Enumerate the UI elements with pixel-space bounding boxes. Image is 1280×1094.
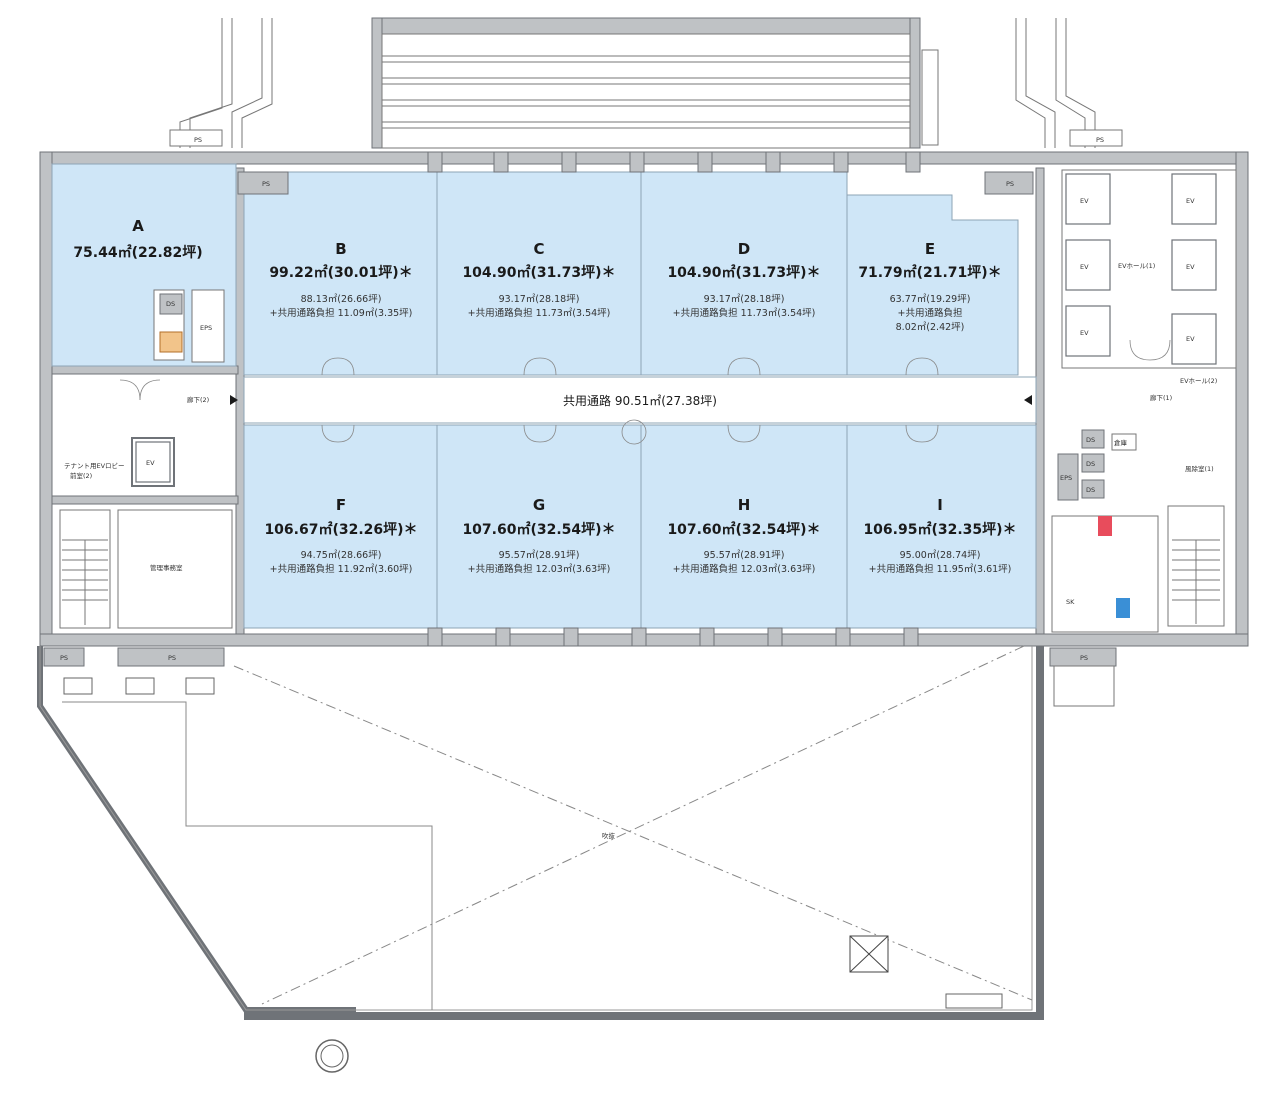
svg-text:DS: DS bbox=[166, 300, 175, 308]
unit-f[interactable] bbox=[243, 424, 438, 629]
unit-letter: H bbox=[738, 496, 751, 514]
unit-share: +共用通路負担 11.73㎡(3.54坪) bbox=[673, 307, 816, 319]
svg-text:EV: EV bbox=[146, 459, 155, 467]
unit-letter: C bbox=[533, 240, 544, 258]
ps-boxes: PS PS PS PS PS PS PS bbox=[43, 136, 1117, 667]
unit-h-label: H 107.60㎡(32.54坪)＊ 95.57㎡(28.91坪) +共用通路負… bbox=[667, 496, 820, 575]
unit-area: 99.22㎡(30.01坪)＊ bbox=[269, 264, 412, 281]
svg-text:PS: PS bbox=[1006, 180, 1014, 188]
unit-share: +共用通路負担 12.03㎡(3.63坪) bbox=[468, 563, 611, 575]
unit-letter: A bbox=[132, 217, 144, 235]
svg-text:PS: PS bbox=[168, 654, 176, 662]
svg-text:DS: DS bbox=[1086, 486, 1095, 494]
unit-area: 107.60㎡(32.54坪)＊ bbox=[667, 521, 820, 538]
left-stairs bbox=[62, 539, 108, 625]
unit-sub-area: 88.13㎡(26.66坪) bbox=[301, 293, 382, 305]
top-right-ramp bbox=[1015, 18, 1123, 148]
unit-g[interactable] bbox=[436, 424, 642, 629]
unit-share: +共用通路負担 11.95㎡(3.61坪) bbox=[869, 563, 1012, 575]
unit-d[interactable] bbox=[640, 171, 848, 376]
unit-share-value: 8.02㎡(2.42坪) bbox=[896, 321, 965, 333]
svg-text:PS: PS bbox=[194, 136, 202, 144]
unit-area: 104.90㎡(31.73坪)＊ bbox=[462, 264, 615, 281]
unit-area: 104.90㎡(31.73坪)＊ bbox=[667, 264, 820, 281]
unit-letter: E bbox=[925, 240, 935, 258]
unit-letter: F bbox=[336, 496, 346, 514]
unit-f-label: F 106.67㎡(32.26坪)＊ 94.75㎡(28.66坪) +共用通路負… bbox=[264, 496, 417, 575]
svg-text:DS: DS bbox=[1086, 460, 1095, 468]
svg-text:EPS: EPS bbox=[200, 324, 212, 332]
svg-text:EV: EV bbox=[1186, 197, 1195, 205]
unit-letter: B bbox=[335, 240, 346, 258]
unit-sub-area: 63.77㎡(19.29坪) bbox=[890, 293, 971, 305]
right-core: EV EV EV EV EV EV EVホール(1) EVホール(2) 廊下(1… bbox=[1051, 169, 1237, 633]
window-piers bbox=[427, 151, 921, 647]
unit-area: 106.95㎡(32.35坪)＊ bbox=[863, 521, 1016, 538]
svg-text:EVホール(1): EVホール(1) bbox=[1118, 262, 1155, 270]
unit-area: 106.67㎡(32.26坪)＊ bbox=[264, 521, 417, 538]
unit-letter: G bbox=[533, 496, 545, 514]
unit-e-label: E 71.79㎡(21.71坪)＊ 63.77㎡(19.29坪) +共用通路負担… bbox=[858, 240, 1001, 333]
svg-text:PS: PS bbox=[1096, 136, 1104, 144]
unit-sub-area: 94.75㎡(28.66坪) bbox=[301, 549, 382, 561]
unit-h[interactable] bbox=[640, 424, 848, 629]
top-left-ramp bbox=[169, 18, 273, 148]
unit-b[interactable] bbox=[243, 171, 438, 376]
svg-text:倉庫: 倉庫 bbox=[1114, 438, 1128, 447]
svg-text:EV: EV bbox=[1186, 335, 1195, 343]
svg-text:EPS: EPS bbox=[1060, 474, 1072, 482]
unit-area: 75.44㎡(22.82坪) bbox=[73, 244, 202, 261]
svg-text:管理事務室: 管理事務室 bbox=[150, 563, 183, 572]
svg-text:風除室(1): 風除室(1) bbox=[1185, 464, 1214, 473]
units-south bbox=[243, 424, 1037, 629]
unit-a-label: A 75.44㎡(22.82坪) bbox=[73, 217, 202, 261]
unit-share: +共用通路負担 11.73㎡(3.54坪) bbox=[468, 307, 611, 319]
unit-i-label: I 106.95㎡(32.35坪)＊ 95.00㎡(28.74坪) +共用通路負… bbox=[863, 496, 1016, 575]
corridor-arrows bbox=[230, 395, 1032, 405]
svg-text:PS: PS bbox=[60, 654, 68, 662]
svg-text:PS: PS bbox=[262, 180, 270, 188]
unit-share: +共用通路負担 11.92㎡(3.60坪) bbox=[270, 563, 413, 575]
svg-text:DS: DS bbox=[1086, 436, 1095, 444]
unit-i[interactable] bbox=[846, 424, 1037, 629]
common-corridor[interactable] bbox=[243, 376, 1037, 424]
right-stairs bbox=[1172, 539, 1220, 624]
unit-sub-area: 93.17㎡(28.18坪) bbox=[499, 293, 580, 305]
svg-text:EV: EV bbox=[1080, 197, 1089, 205]
unit-sub-area: 93.17㎡(28.18坪) bbox=[704, 293, 785, 305]
unit-d-label: D 104.90㎡(31.73坪)＊ 93.17㎡(28.18坪) +共用通路負… bbox=[667, 240, 820, 319]
unit-e[interactable] bbox=[846, 194, 1019, 376]
svg-text:吹抜: 吹抜 bbox=[602, 831, 616, 840]
unit-g-label: G 107.60㎡(32.54坪)＊ 95.57㎡(28.91坪) +共用通路負… bbox=[462, 496, 615, 575]
unit-share: +共用通路負担 11.09㎡(3.35坪) bbox=[270, 307, 413, 319]
corridor-label: 共用通路 90.51㎡(27.38坪) bbox=[563, 393, 717, 408]
svg-text:SK: SK bbox=[1066, 598, 1075, 606]
svg-text:前室(2): 前室(2) bbox=[70, 471, 92, 480]
svg-text:EV: EV bbox=[1186, 263, 1195, 271]
unit-letter: D bbox=[738, 240, 750, 258]
unit-sub-area: 95.57㎡(28.91坪) bbox=[499, 549, 580, 561]
svg-text:EV: EV bbox=[1080, 263, 1089, 271]
unit-sub-area: 95.57㎡(28.91坪) bbox=[704, 549, 785, 561]
unit-area: 107.60㎡(32.54坪)＊ bbox=[462, 521, 615, 538]
svg-text:廊下(2): 廊下(2) bbox=[187, 395, 209, 404]
unit-share: +共用通路負担 bbox=[898, 307, 963, 319]
unit-b-label: B 99.22㎡(30.01坪)＊ 88.13㎡(26.66坪) +共用通路負担… bbox=[269, 240, 412, 319]
svg-text:PS: PS bbox=[1080, 654, 1088, 662]
svg-text:廊下(1): 廊下(1) bbox=[1150, 393, 1172, 402]
unit-area: 71.79㎡(21.71坪)＊ bbox=[858, 264, 1001, 281]
top-stairs-structure bbox=[371, 17, 939, 149]
lower-void: 吹抜 bbox=[37, 645, 1115, 1073]
door-swings bbox=[119, 339, 1171, 445]
unit-c-label: C 104.90㎡(31.73坪)＊ 93.17㎡(28.18坪) +共用通路負… bbox=[462, 240, 615, 319]
unit-letter: I bbox=[937, 496, 943, 514]
unit-sub-area: 95.00㎡(28.74坪) bbox=[900, 549, 981, 561]
svg-text:EVホール(2): EVホール(2) bbox=[1180, 377, 1217, 385]
units-north bbox=[51, 163, 1019, 376]
unit-share: +共用通路負担 12.03㎡(3.63坪) bbox=[673, 563, 816, 575]
left-core: EV 管理事務室 テナント用EVロビー 前室(2) 廊下(2) EPS DS bbox=[59, 289, 233, 629]
svg-text:テナント用EVロビー: テナント用EVロビー bbox=[64, 461, 125, 470]
svg-text:EV: EV bbox=[1080, 329, 1089, 337]
